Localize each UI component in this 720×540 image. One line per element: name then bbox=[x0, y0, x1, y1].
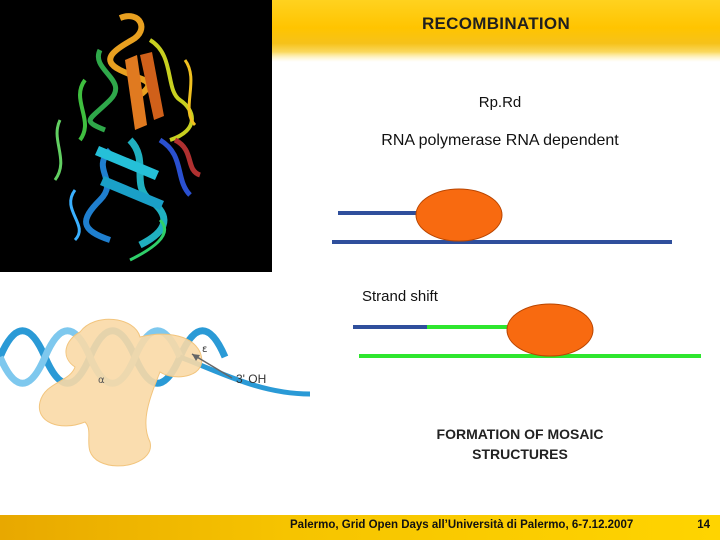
alpha-label: α bbox=[98, 375, 105, 386]
page-number: 14 bbox=[697, 519, 710, 531]
three-prime-oh-label: 3' OH bbox=[236, 372, 266, 386]
rna-polymerase-label: RNA polymerase RNA dependent bbox=[381, 132, 619, 149]
polymerase-protein-shape bbox=[38, 318, 203, 467]
protein-ribbon-drawing bbox=[53, 13, 202, 262]
replication-diagram-1 bbox=[332, 188, 672, 244]
slide-title: RECOMBINATION bbox=[421, 14, 571, 33]
replication-diagram-2 bbox=[353, 303, 701, 358]
footer-band bbox=[0, 515, 720, 540]
mosaic-line-2: STRUCTURES bbox=[472, 446, 568, 462]
header-band bbox=[272, 0, 720, 62]
mosaic-structures-label: FORMATION OF MOSAIC STRUCTURES bbox=[380, 424, 660, 464]
polymerase-on-dna-figure: ε α 3' OH bbox=[0, 318, 311, 467]
rprd-label: Rp.Rd bbox=[478, 94, 522, 111]
mosaic-line-1: FORMATION OF MOSAIC bbox=[436, 426, 604, 442]
strand-shift-label: Strand shift bbox=[362, 288, 438, 305]
polymerase-ellipse-shifted bbox=[506, 303, 594, 357]
protein-structure-image bbox=[0, 0, 272, 272]
epsilon-label: ε bbox=[202, 344, 207, 355]
polymerase-ellipse bbox=[415, 188, 503, 242]
arrow-icon bbox=[191, 353, 233, 379]
footer-text: Palermo, Grid Open Days all’Università d… bbox=[290, 519, 634, 531]
